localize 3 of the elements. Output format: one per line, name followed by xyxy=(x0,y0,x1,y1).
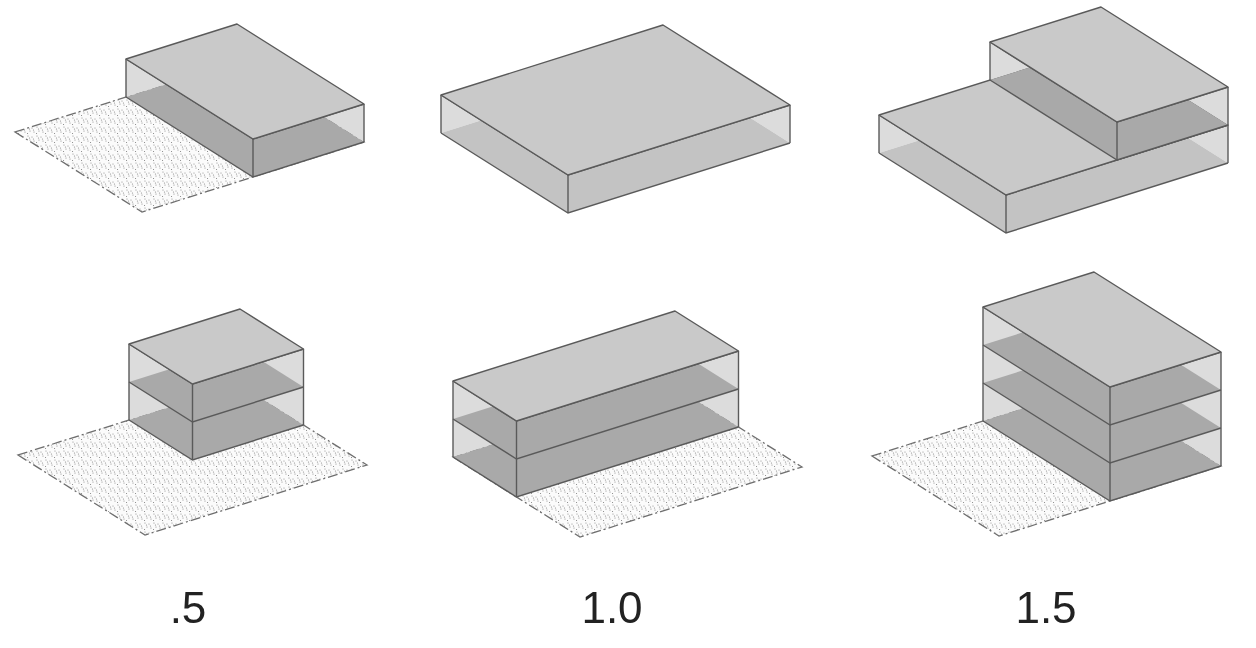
ratio-label: 1.5 xyxy=(1015,586,1077,630)
ratio-label: 1.0 xyxy=(581,586,643,630)
ratio-label: .5 xyxy=(169,586,207,630)
